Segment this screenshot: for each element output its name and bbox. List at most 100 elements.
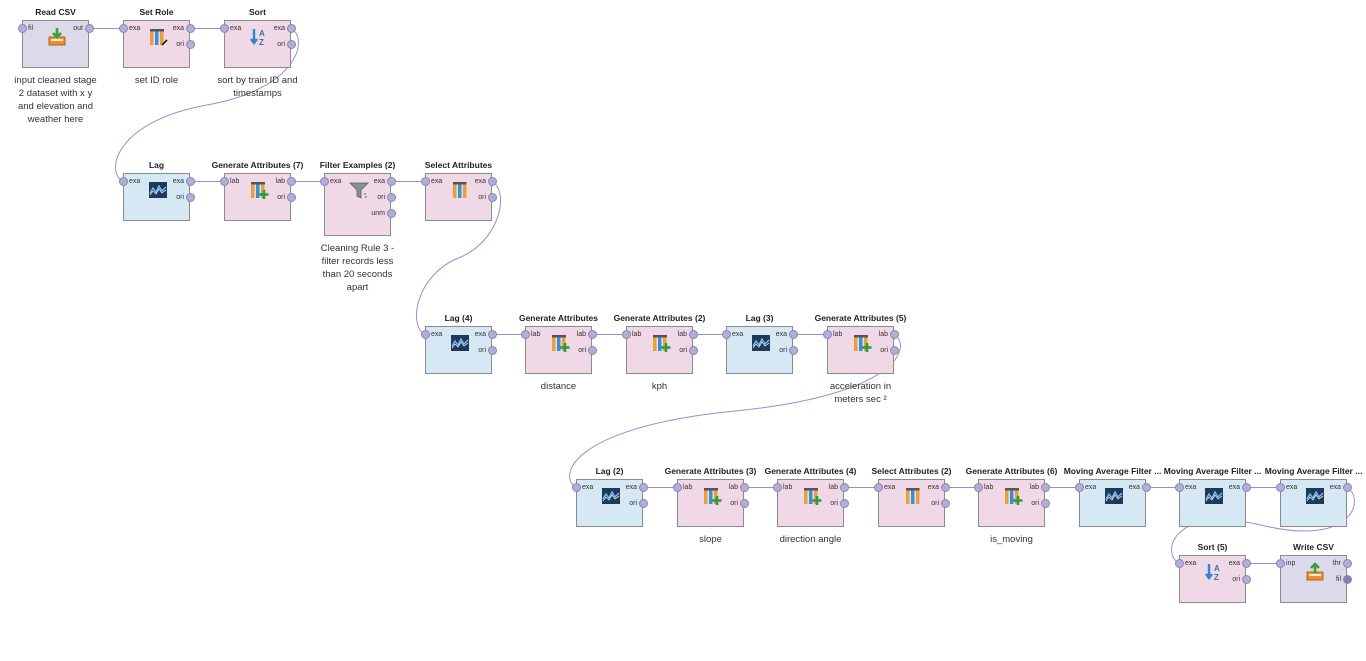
output-port[interactable]	[1342, 559, 1352, 568]
input-port-label: fil	[28, 25, 34, 32]
output-port[interactable]	[788, 330, 798, 339]
input-port[interactable]	[420, 177, 430, 186]
input-port[interactable]	[772, 483, 782, 492]
input-port[interactable]	[520, 330, 530, 339]
input-port[interactable]	[1174, 483, 1184, 492]
input-port[interactable]	[319, 177, 329, 186]
output-port[interactable]	[739, 499, 749, 508]
output-port-label: ori	[730, 500, 738, 507]
connection-wire[interactable]	[569, 334, 901, 488]
operator-title: Moving Average Filter ...	[1063, 466, 1162, 476]
output-port[interactable]	[185, 193, 195, 202]
input-port-label: exa	[431, 178, 443, 185]
output-port[interactable]	[185, 177, 195, 186]
output-port[interactable]	[688, 346, 698, 355]
input-port[interactable]	[621, 330, 631, 339]
output-port[interactable]	[286, 177, 296, 186]
input-port[interactable]	[219, 177, 229, 186]
input-port[interactable]	[721, 330, 731, 339]
operator-title: Sort (5)	[1197, 542, 1228, 552]
input-port[interactable]	[1275, 559, 1285, 568]
output-port[interactable]	[84, 24, 94, 33]
output-port[interactable]	[386, 209, 396, 218]
input-port[interactable]	[420, 330, 430, 339]
input-port[interactable]	[571, 483, 581, 492]
output-port-label: lab	[576, 331, 586, 338]
connection-wire[interactable]	[1171, 487, 1355, 564]
output-port[interactable]	[638, 483, 648, 492]
output-port[interactable]	[940, 499, 950, 508]
input-port[interactable]	[672, 483, 682, 492]
output-port[interactable]	[638, 499, 648, 508]
output-port[interactable]	[1040, 483, 1050, 492]
input-port[interactable]	[873, 483, 883, 492]
output-port[interactable]	[940, 483, 950, 492]
output-port[interactable]	[487, 177, 497, 186]
input-port-label: lab	[984, 484, 994, 491]
output-port-label: ori	[377, 194, 385, 201]
output-port[interactable]	[788, 346, 798, 355]
input-port[interactable]	[118, 177, 128, 186]
output-port[interactable]	[386, 177, 396, 186]
output-port[interactable]	[587, 346, 597, 355]
input-port[interactable]	[973, 483, 983, 492]
input-port[interactable]	[17, 24, 27, 33]
connection-wire[interactable]	[115, 28, 299, 182]
input-port-label: exa	[1185, 560, 1197, 567]
output-port[interactable]	[1040, 499, 1050, 508]
output-port[interactable]	[688, 330, 698, 339]
output-port[interactable]	[739, 483, 749, 492]
output-port[interactable]	[839, 499, 849, 508]
output-port[interactable]	[587, 330, 597, 339]
output-port[interactable]	[1342, 575, 1352, 584]
input-port[interactable]	[118, 24, 128, 33]
output-port[interactable]	[1241, 483, 1251, 492]
output-port-label: ori	[679, 347, 687, 354]
output-port[interactable]	[889, 330, 899, 339]
input-port[interactable]	[1174, 559, 1184, 568]
output-port[interactable]	[487, 330, 497, 339]
output-port[interactable]	[286, 40, 296, 49]
output-port[interactable]	[839, 483, 849, 492]
input-port[interactable]	[1275, 483, 1285, 492]
output-port[interactable]	[1241, 575, 1251, 584]
output-port[interactable]	[1241, 559, 1251, 568]
output-port[interactable]	[487, 193, 497, 202]
output-port[interactable]	[185, 24, 195, 33]
input-port[interactable]	[1074, 483, 1084, 492]
connection-wire[interactable]	[416, 181, 501, 335]
output-port[interactable]	[1141, 483, 1151, 492]
output-port[interactable]	[1342, 483, 1352, 492]
input-port[interactable]	[219, 24, 229, 33]
output-port[interactable]	[286, 24, 296, 33]
output-port[interactable]	[889, 346, 899, 355]
output-port[interactable]	[185, 40, 195, 49]
input-port[interactable]	[822, 330, 832, 339]
output-port[interactable]	[286, 193, 296, 202]
output-port[interactable]	[487, 346, 497, 355]
output-port[interactable]	[386, 193, 396, 202]
